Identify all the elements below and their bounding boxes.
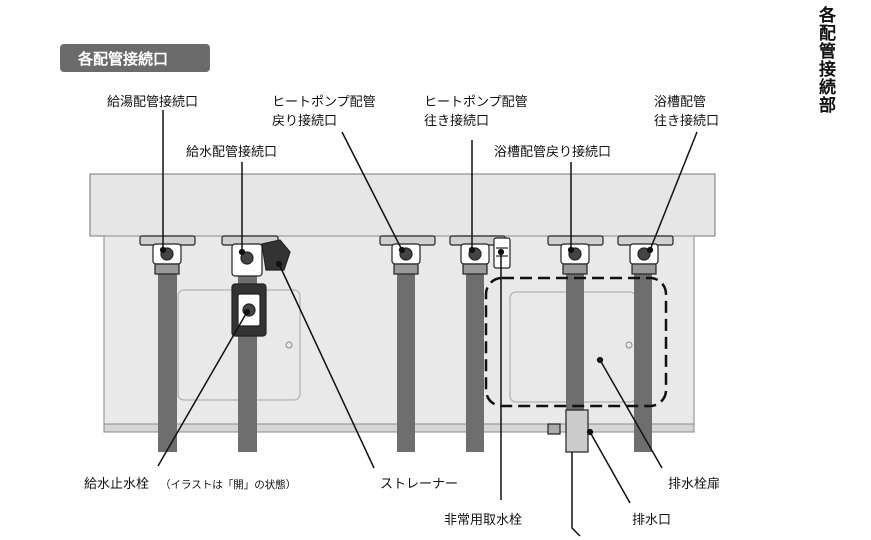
emergency-tap: [493, 237, 511, 269]
label-drain-door: 排水栓扉: [668, 476, 720, 492]
fittings: [139, 235, 674, 453]
header-badge-text: 各配管接続口: [77, 50, 168, 68]
label-water-stop-valve-note: （イラストは「開」の状態）: [160, 478, 296, 491]
label-water-supply: 給水配管接続口: [186, 144, 277, 160]
leader-lines: [157, 110, 698, 537]
pipe-hot-water: [158, 272, 177, 452]
label-water-stop-valve: 給水止水栓: [84, 477, 149, 492]
label-heatpump-outgoing-2: 往き接続口: [424, 113, 489, 129]
pipe-heatpump-outgoing: [466, 272, 484, 452]
label-bath-outgoing-1: 浴槽配管: [654, 95, 706, 110]
fitting-bath-outgoing: [617, 235, 674, 275]
label-strainer: ストレーナー: [380, 477, 458, 492]
label-emergency-tap: 非常用取水栓: [444, 513, 522, 528]
label-heatpump-return-1: ヒートポンプ配管: [272, 95, 376, 110]
fitting-bath-return: [547, 235, 604, 275]
fitting-water-supply: [221, 235, 291, 277]
label-heatpump-return-2: 戻り接続口: [272, 113, 337, 129]
fitting-heatpump-return: [379, 235, 436, 275]
fitting-heatpump-outgoing: [449, 235, 506, 275]
label-heatpump-outgoing-1: ヒートポンプ配管: [424, 95, 528, 110]
label-hot-water-supply: 給湯配管接続口: [107, 94, 198, 110]
labels: 給湯配管接続口 給水配管接続口 ヒートポンプ配管 戻り接続口 ヒートポンプ配管 …: [84, 94, 720, 528]
drain-door-outline: [484, 276, 668, 408]
label-bath-outgoing-2: 往き接続口: [654, 113, 719, 129]
pipe-heatpump-return: [397, 272, 415, 452]
label-bath-return: 浴槽配管戻り接続口: [494, 144, 611, 160]
side-title: 各配管接続部: [815, 6, 835, 114]
label-drain-port: 排水口: [632, 513, 671, 528]
header-badge: 各配管接続口: [60, 44, 210, 72]
pipes: [158, 272, 652, 452]
